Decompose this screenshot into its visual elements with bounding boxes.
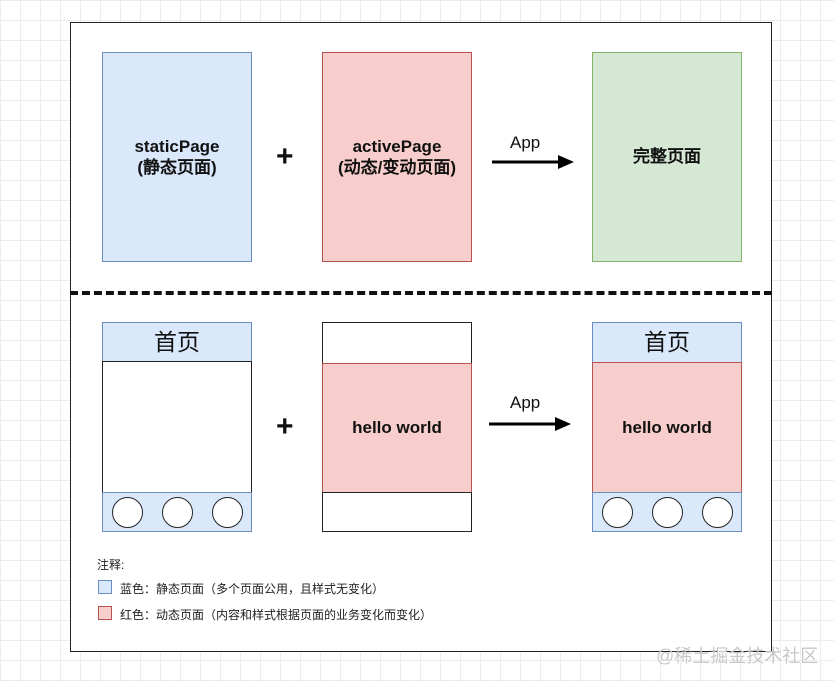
tab-circle-icon	[212, 497, 243, 528]
arrow-right-icon	[489, 417, 571, 431]
legend-title: 注释:	[97, 558, 125, 572]
tab-circle-icon	[162, 497, 193, 528]
legend-item-blue: 蓝色：静态页面（多个页面公用，且样式无变化）	[120, 582, 385, 596]
tab-circle-icon	[652, 497, 683, 528]
static-page-body	[102, 361, 252, 493]
tab-circle-icon	[702, 497, 733, 528]
tab-circle-icon	[112, 497, 143, 528]
arrow-right-icon	[492, 155, 574, 169]
active-page-box: activePage (动态/变动页面)	[322, 52, 472, 262]
result-page-tabbar	[592, 492, 742, 532]
result-page-header: 首页	[592, 322, 742, 363]
legend-swatch-blue	[98, 580, 112, 594]
static-header-label: 首页	[154, 328, 200, 355]
static-page-header: 首页	[102, 322, 252, 362]
watermark: @稀土掘金技术社区	[656, 646, 819, 666]
dashed-divider	[70, 291, 772, 295]
tab-circle-icon	[602, 497, 633, 528]
active-content-label: hello world	[352, 418, 442, 438]
static-page-subtitle: (静态页面)	[137, 158, 217, 177]
result-header-label: 首页	[644, 329, 690, 356]
legend-item-red: 红色：动态页面（内容和样式根据页面的业务变化而变化）	[120, 608, 433, 622]
plus-sign-bottom: +	[276, 410, 294, 443]
active-page-top-blank	[322, 322, 472, 364]
active-page-bottom-blank	[322, 492, 472, 532]
full-page-box: 完整页面	[592, 52, 742, 262]
result-page-content: hello world	[592, 362, 742, 493]
result-content-label: hello world	[622, 417, 712, 437]
app-arrow-label-bottom: App	[510, 393, 541, 412]
static-page-title: staticPage	[134, 136, 220, 156]
static-page-tabbar	[102, 492, 252, 532]
active-page-content: hello world	[322, 363, 472, 493]
active-page-subtitle: (动态/变动页面)	[337, 158, 457, 177]
legend-swatch-red	[98, 606, 112, 620]
full-page-label: 完整页面	[633, 147, 701, 167]
app-arrow-label-top: App	[510, 133, 541, 152]
static-page-box: staticPage (静态页面)	[102, 52, 252, 262]
plus-sign-top: +	[276, 140, 294, 173]
active-page-title: activePage	[352, 136, 442, 156]
